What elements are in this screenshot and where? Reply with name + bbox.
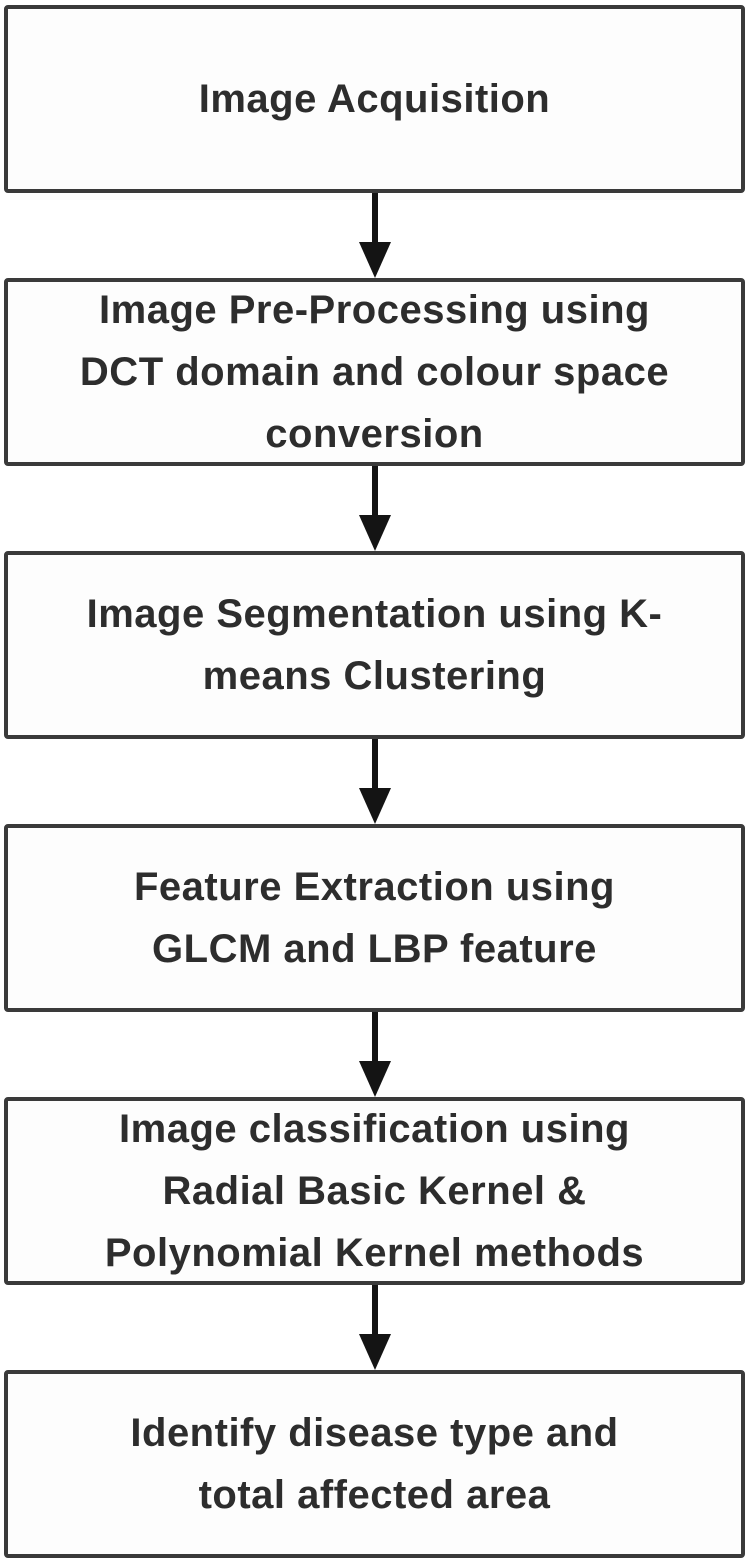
arrow-shaft: [371, 1285, 378, 1334]
flow-step-label: Feature Extraction using GLCM and LBP fe…: [134, 865, 615, 971]
flow-arrow: [4, 1012, 745, 1097]
flow-step-identify-disease: Identify disease type and total affected…: [4, 1370, 745, 1558]
flow-arrow: [4, 193, 745, 278]
arrow-shaft: [371, 1012, 378, 1061]
flow-step-label: Identify disease type and total affected…: [130, 1411, 619, 1517]
arrow-head-icon: [358, 1061, 391, 1097]
flow-step-image-pre-processing: Image Pre-Processing using DCT domain an…: [4, 278, 745, 466]
flow-step-label: Image classification using Radial Basic …: [104, 1107, 645, 1275]
flow-step-label: Image Pre-Processing using DCT domain an…: [79, 288, 670, 456]
flow-arrow: [4, 1285, 745, 1370]
flow-step-image-classification: Image classification using Radial Basic …: [4, 1097, 745, 1285]
flow-step-label: Image Acquisition: [198, 77, 551, 121]
arrow-head-icon: [358, 242, 391, 278]
arrow-shaft: [371, 193, 378, 242]
arrow-head-icon: [358, 1334, 391, 1370]
arrow-shaft: [371, 739, 378, 788]
flow-step-image-acquisition: Image Acquisition: [4, 5, 745, 193]
arrow-shaft: [371, 466, 378, 515]
flow-arrow: [4, 739, 745, 824]
arrow-head-icon: [358, 788, 391, 824]
flow-arrow: [4, 466, 745, 551]
flow-step-label: Image Segmentation using K- means Cluste…: [86, 592, 663, 698]
flow-step-image-segmentation: Image Segmentation using K- means Cluste…: [4, 551, 745, 739]
arrow-head-icon: [358, 515, 391, 551]
flow-step-feature-extraction: Feature Extraction using GLCM and LBP fe…: [4, 824, 745, 1012]
